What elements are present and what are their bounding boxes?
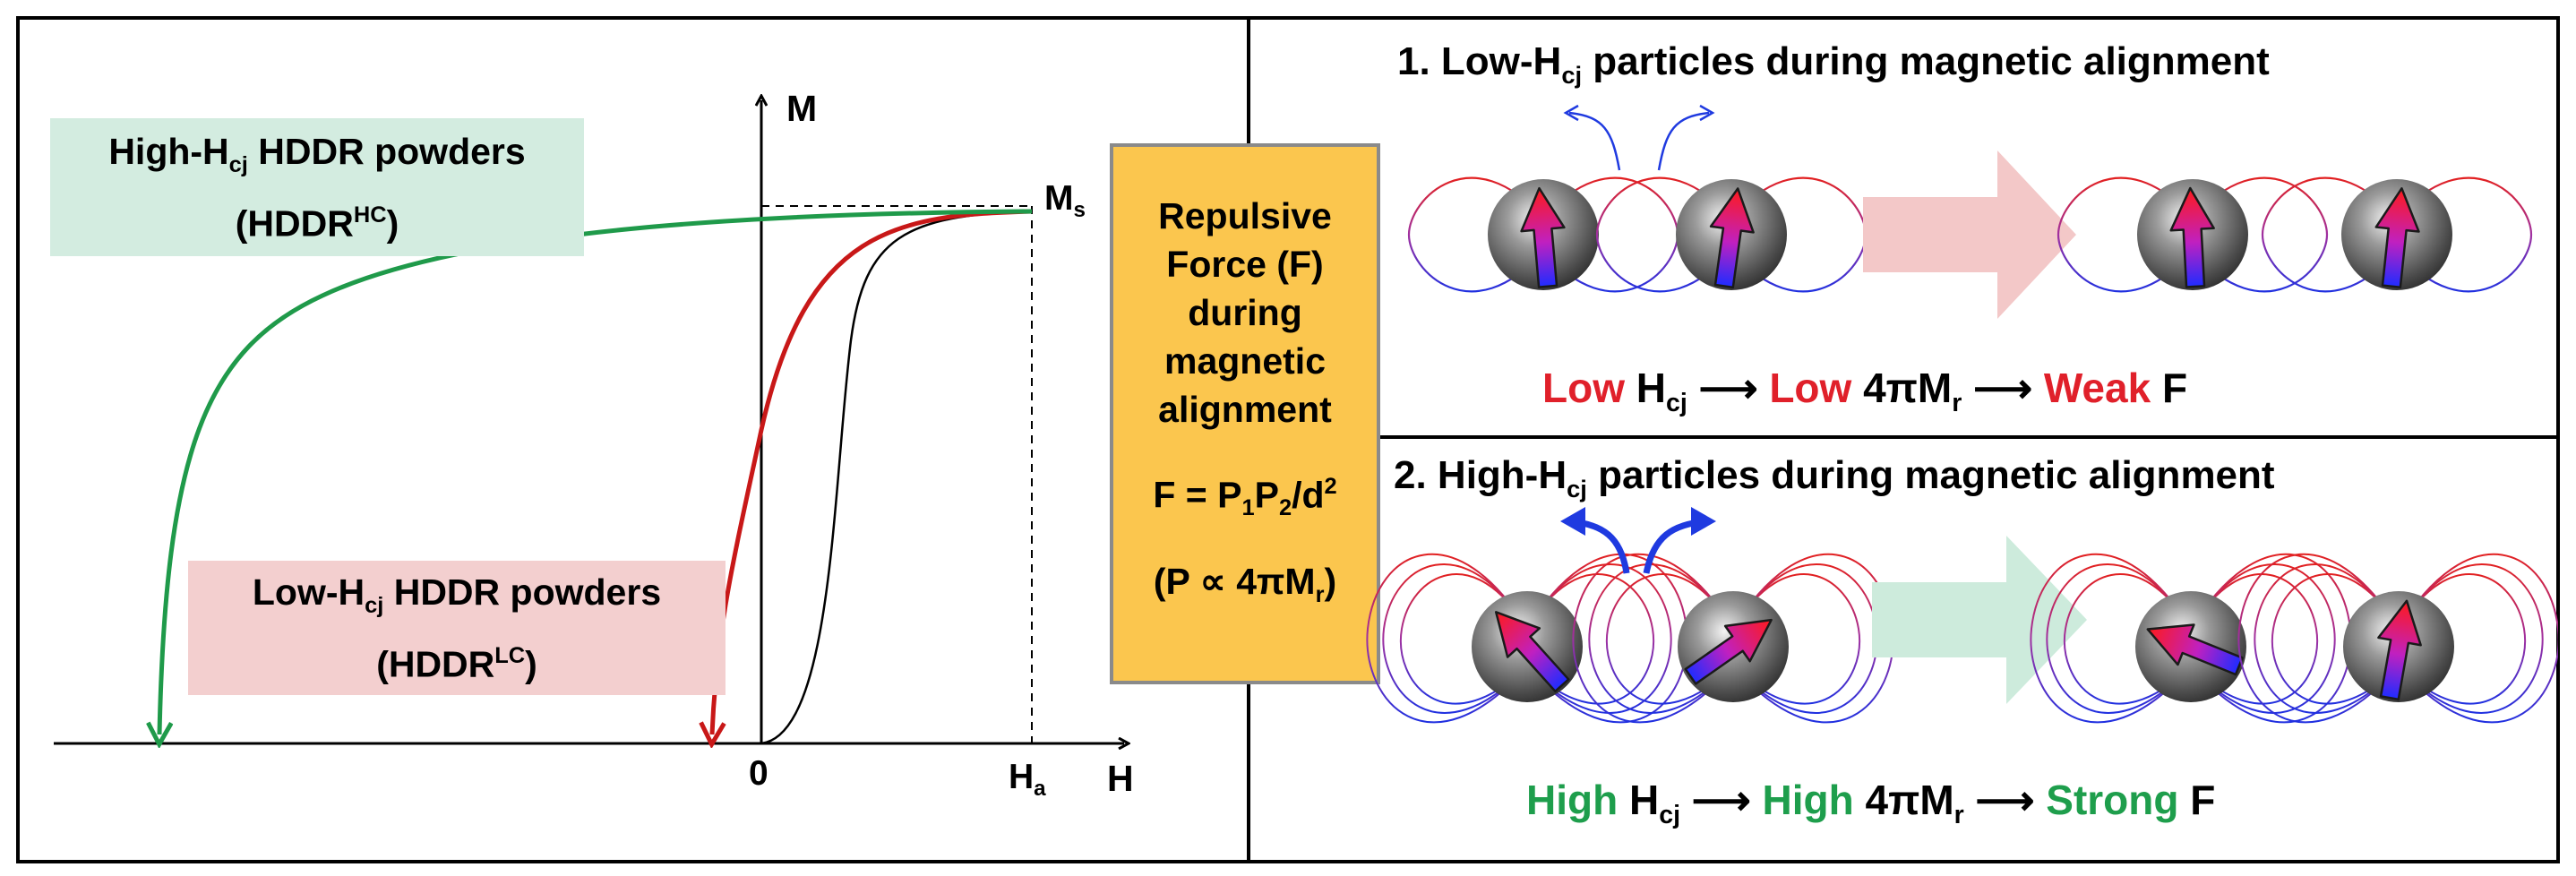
panel1-eq-arrow2: ⟶ <box>1973 365 2033 411</box>
repulsive-force-box: Repulsive Force (F) during magnetic alig… <box>1110 143 1380 684</box>
low-legend-text: Low-H <box>252 571 365 613</box>
panel1-title: 1. Low-Hcj particles during magnetic ali… <box>1397 39 2270 90</box>
formula-sup: 2 <box>1324 474 1337 499</box>
panel2-eq-strong: Strong <box>2046 777 2179 823</box>
panel1-eq-arrow1: ⟶ <box>1698 365 1758 411</box>
high-legend-text-post: HDDR powders <box>247 130 526 172</box>
panel1-eq-msub: r <box>1952 388 1962 417</box>
panel2-eq-arrow2: ⟶ <box>1975 777 2035 823</box>
ms-label-main: M <box>1044 179 1074 218</box>
low-legend-line2: (HDDRLC) <box>376 631 537 689</box>
panel1-title-post: particles during magnetic alignment <box>1582 39 2270 83</box>
panel1-aligned-particle-right <box>2261 176 2533 293</box>
panel2-transition-arrow <box>1872 536 2087 704</box>
low-hcj-legend: Low-Hcj HDDR powders (HDDRLC) <box>188 561 726 695</box>
panel2-title-post: particles during magnetic alignment <box>1586 453 2275 497</box>
panel2-equation: High Hcj ⟶ High 4πMr ⟶ Strong F <box>1526 776 2215 830</box>
panel1-particle-right <box>1595 176 1868 293</box>
force-box-line3: during <box>1188 292 1302 333</box>
panel1-eq-hsub: cj <box>1666 388 1687 417</box>
panel1-eq-m: 4πM <box>1863 365 1953 411</box>
force-proportionality: (P ∝ 4πMr) <box>1154 557 1336 619</box>
panel2-eq-h: H <box>1628 777 1660 823</box>
force-box-line5: alignment <box>1158 389 1332 430</box>
panel2-eq-high-2: High <box>1762 777 1854 823</box>
formula-part-a: F = P <box>1153 474 1242 516</box>
force-formula: F = P1P2/d2 <box>1153 462 1336 532</box>
formula-part-c: /d <box>1292 474 1325 516</box>
force-box-line4: magnetic <box>1164 340 1326 382</box>
low-legend-close: ) <box>525 643 537 685</box>
prop-sub: r <box>1315 582 1325 608</box>
panel2-eq-m: 4πM <box>1865 777 1954 823</box>
low-legend-line1: Low-Hcj HDDR powders <box>253 567 661 631</box>
high-legend-sup: HC <box>353 202 387 228</box>
formula-sub-2: 2 <box>1278 495 1292 521</box>
force-box-line1: Repulsive <box>1158 195 1332 236</box>
panel1-particle-left <box>1407 176 1679 293</box>
high-hcj-legend: High-Hcj HDDR powders (HDDRHC) <box>50 118 584 256</box>
force-box-line2: Force (F) <box>1166 244 1324 285</box>
panel1-eq-f: F <box>2161 365 2188 411</box>
high-hcj-curve <box>159 209 1033 734</box>
formula-sub-1: 1 <box>1241 495 1255 521</box>
panel2-title-sub: cj <box>1567 474 1587 502</box>
high-legend-close: ) <box>386 202 399 245</box>
panel1-small-right-arrow <box>1657 111 1710 171</box>
prop-part-b: ) <box>1324 561 1337 603</box>
low-legend-sup: LC <box>494 642 526 668</box>
virgin-curve <box>760 210 1033 745</box>
panel1-small-right-arrowhead <box>1699 104 1715 122</box>
ms-label: Ms <box>1044 179 1086 223</box>
panel2-eq-f: F <box>2190 777 2216 823</box>
panel1-eq-weak: Weak <box>2043 365 2151 411</box>
particle-illustrations <box>1366 104 2558 724</box>
panel1-small-left-arrow <box>1568 111 1621 171</box>
panel2-title-pre: 2. High-H <box>1394 453 1567 497</box>
ha-label-sub: a <box>1034 777 1046 802</box>
panel2-eq-msub: r <box>1953 800 1964 829</box>
panel1-title-sub: cj <box>1561 60 1583 89</box>
panel1-eq-low-1: Low <box>1542 365 1625 411</box>
high-legend-text: High-H <box>108 130 229 172</box>
high-legend-line2: (HDDRHC) <box>236 190 399 248</box>
panel-divider <box>1247 435 2560 439</box>
panel2-eq-hsub: cj <box>1659 800 1681 829</box>
y-axis-label: M <box>786 88 818 129</box>
panel1-equation: Low Hcj ⟶ Low 4πMr ⟶ Weak F <box>1542 364 2187 418</box>
panel2-eq-high-1: High <box>1526 777 1619 823</box>
x-axis-label: H <box>1107 758 1134 799</box>
origin-label: 0 <box>749 754 769 793</box>
panel1-small-left-arrowhead <box>1563 104 1579 122</box>
panel2-big-right-arrowhead <box>1691 507 1716 536</box>
formula-part-b: P <box>1254 474 1279 516</box>
panel2-title: 2. High-Hcj particles during magnetic al… <box>1394 453 2275 503</box>
high-legend-sub: cj <box>228 151 248 177</box>
low-legend-text-post: HDDR powders <box>383 571 662 613</box>
ms-label-sub: s <box>1073 198 1086 223</box>
panel1-title-pre: 1. Low-H <box>1397 39 1562 83</box>
low-legend-sub: cj <box>365 592 384 618</box>
panel1-eq-low-2: Low <box>1769 365 1852 411</box>
high-legend-line1: High-Hcj HDDR powders <box>108 126 525 190</box>
panel2-eq-arrow1: ⟶ <box>1691 777 1751 823</box>
ha-label: Ha <box>1009 758 1046 802</box>
low-legend-name: (HDDR <box>376 643 495 685</box>
panel1-aligned-particle-left <box>2057 176 2329 293</box>
panel1-transition-arrow <box>1863 150 2076 319</box>
high-legend-name: (HDDR <box>235 202 354 245</box>
ha-label-main: H <box>1009 758 1035 796</box>
prop-part-a: (P ∝ 4πM <box>1153 561 1316 603</box>
panel1-eq-h: H <box>1636 365 1666 411</box>
magnetization-graph <box>54 0 1250 876</box>
panel2-big-left-arrowhead <box>1560 507 1585 536</box>
